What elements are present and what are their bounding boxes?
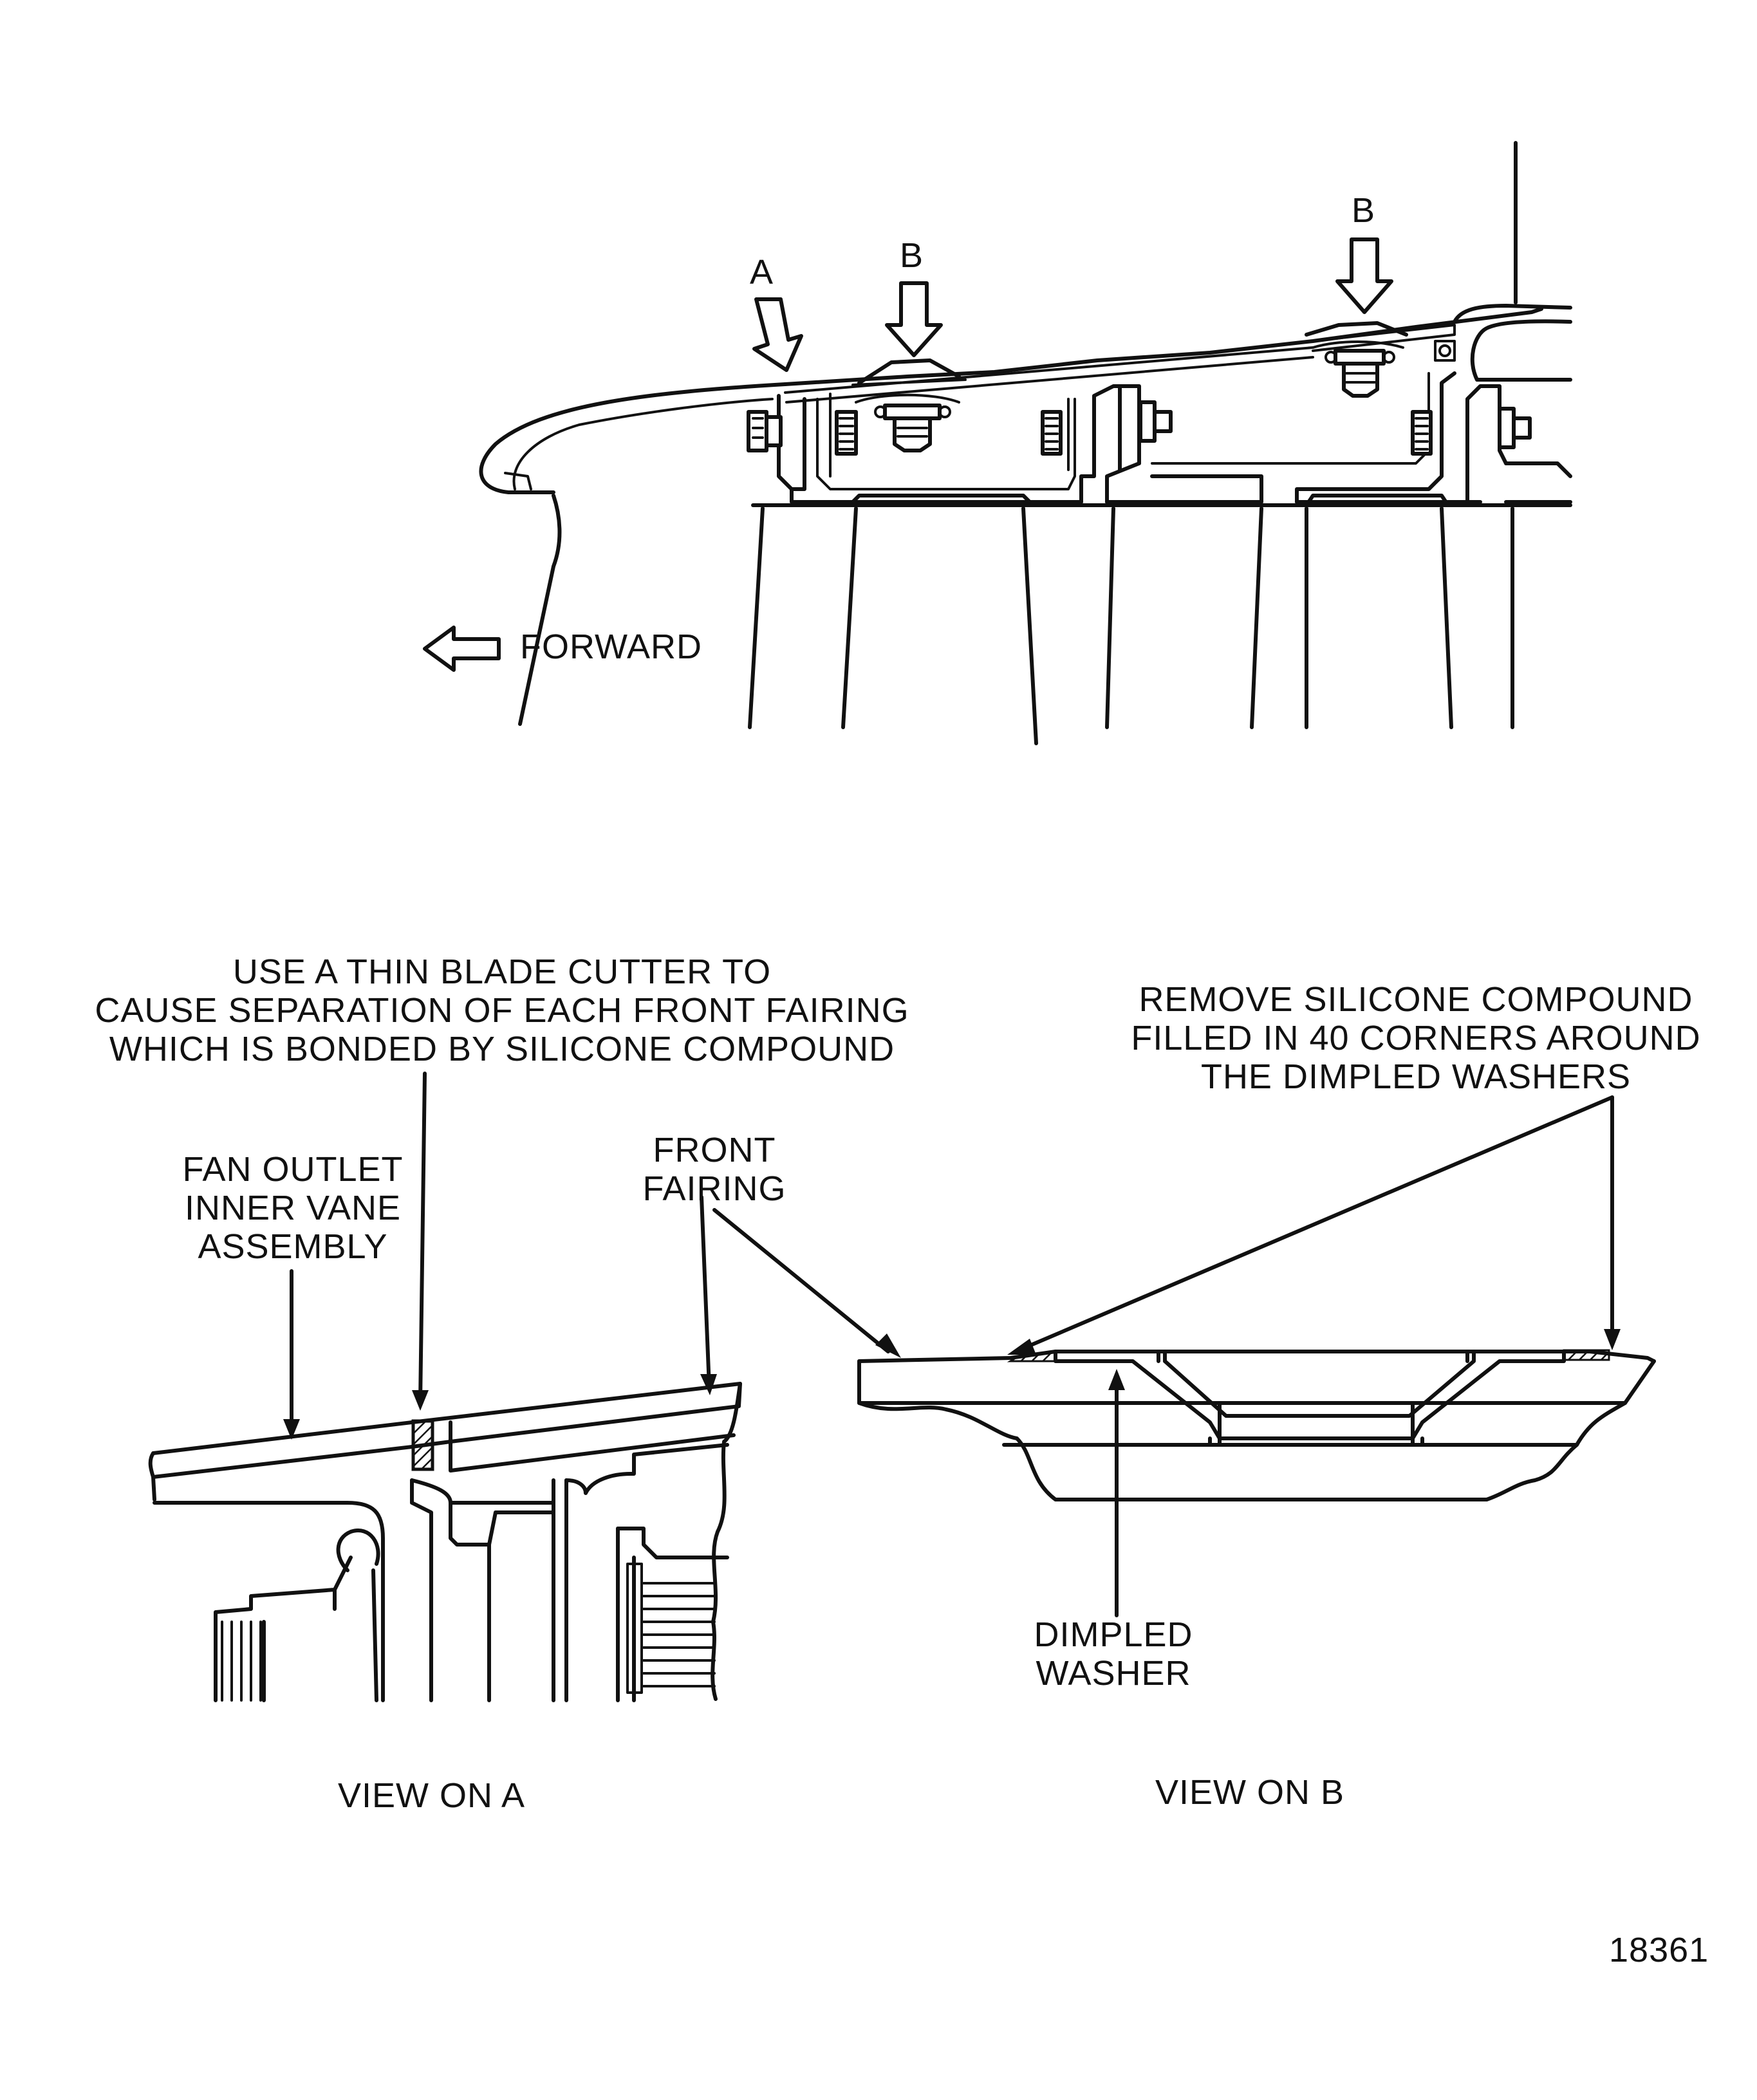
fan-outlet-label-line-3: ASSEMBLY (198, 1227, 388, 1266)
view-b-arrow-left (885, 281, 943, 357)
dimpled-washer-right (1305, 321, 1408, 398)
view-a-instruction: USE A THIN BLADE CUTTER TO CAUSE SEPARAT… (13, 952, 991, 1068)
dimpled-washer-left (851, 358, 967, 452)
view-b-instruction-line-1: REMOVE SILICONE COMPOUND (1139, 980, 1693, 1019)
vanes (748, 494, 1514, 745)
fan-outlet-label-line-1: FAN OUTLET (182, 1150, 404, 1189)
view-a-caption: VIEW ON A (338, 1776, 526, 1815)
view-on-b-drawing (712, 1095, 1656, 1617)
arrow-a-label: A (750, 253, 774, 292)
view-b-instruction-line-2: FILLED IN 40 CORNERS AROUND (1131, 1019, 1701, 1057)
nut-middle-left (835, 410, 858, 456)
dimpled-washer-label-line-2: WASHER (1036, 1654, 1191, 1693)
front-fairing-label-line-1: FRONT (653, 1131, 776, 1169)
top-section-view (423, 141, 1572, 745)
figure-number: 18361 (1609, 1931, 1709, 1969)
view-b-instruction: REMOVE SILICONE COMPOUND FILLED IN 40 CO… (1081, 980, 1751, 1096)
nut-right (1411, 407, 1532, 456)
view-a-instruction-line-3: WHICH IS BONDED BY SILICONE COMPOUND (109, 1030, 895, 1068)
dimpled-washer-label: DIMPLED WASHER (1010, 1615, 1216, 1693)
view-on-a-drawing (148, 1072, 742, 1702)
arrow-b-right-label: B (1352, 191, 1376, 230)
fan-outlet-label: FAN OUTLET INNER VANE ASSEMBLY (116, 1150, 470, 1266)
arrow-b-left-label: B (900, 236, 924, 275)
view-a-instruction-line-2: CAUSE SEPARATION OF EACH FRONT FAIRING (95, 991, 909, 1030)
forward-label: FORWARD (520, 627, 702, 666)
view-b-instruction-line-3: THE DIMPLED WASHERS (1200, 1057, 1632, 1096)
front-fairing-label-line-2: FAIRING (642, 1169, 786, 1208)
view-a-instruction-line-1: USE A THIN BLADE CUTTER TO (232, 952, 772, 991)
nut-middle (1041, 400, 1173, 456)
fan-outlet-label-line-2: INNER VANE (184, 1189, 402, 1227)
leading-edge-profile (783, 307, 1543, 386)
dimpled-washer-label-line-1: DIMPLED (1034, 1615, 1193, 1654)
front-fairing-label: FRONT FAIRING (618, 1131, 811, 1208)
nut-left (747, 410, 783, 452)
forward-arrow-icon (423, 626, 501, 672)
view-b-arrow-right (1335, 237, 1393, 314)
view-a-arrow (752, 297, 803, 372)
view-b-caption: VIEW ON B (1155, 1773, 1345, 1812)
